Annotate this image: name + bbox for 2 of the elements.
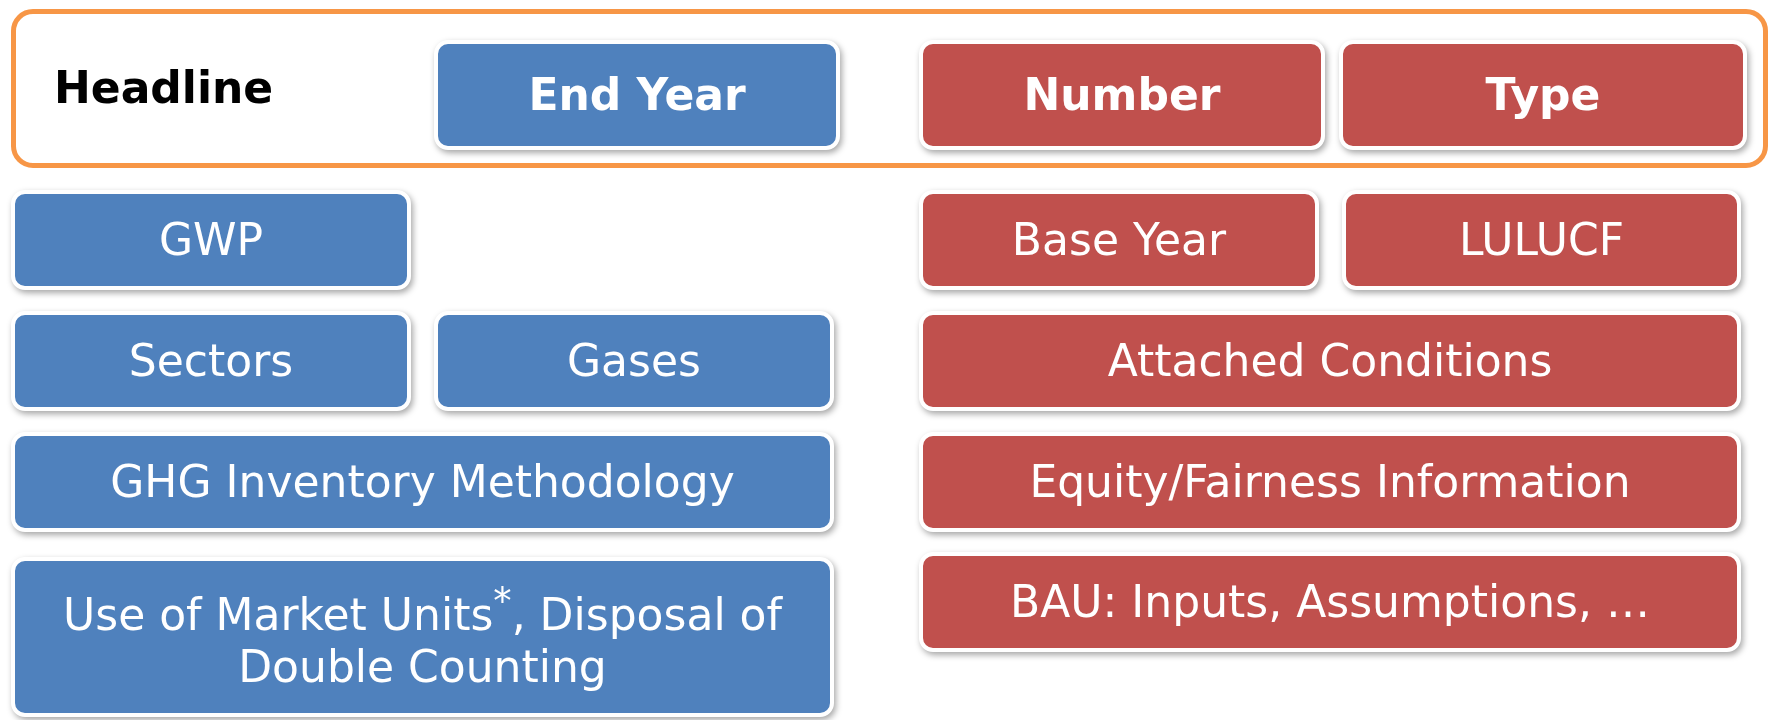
headline-text: Headline — [54, 62, 274, 115]
headline-band — [11, 9, 1768, 168]
